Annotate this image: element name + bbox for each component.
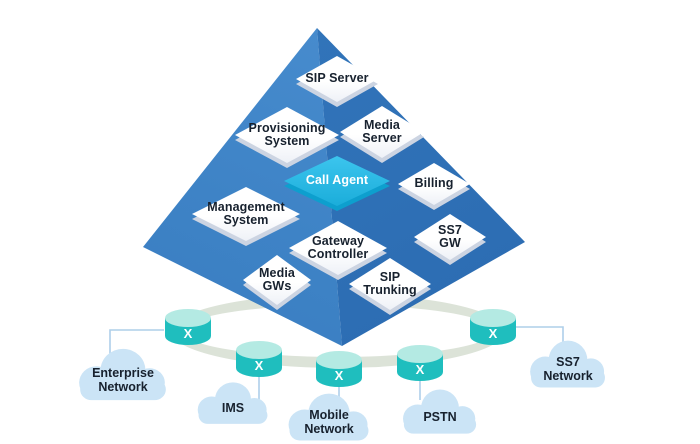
cloud-icon bbox=[288, 393, 369, 441]
pyramid-node-billing: Billing bbox=[398, 163, 470, 210]
tile-label: Gateway Controller bbox=[307, 233, 369, 261]
cloud-mobile-network: Mobile Network bbox=[282, 391, 376, 444]
cloud-ims: IMS bbox=[192, 380, 274, 427]
gateway-node-ims: X bbox=[235, 340, 283, 378]
pyramid-node-call-agent: Call Agent bbox=[284, 156, 390, 211]
tile-label: Media Server bbox=[362, 117, 402, 145]
cloud-label: PSTN bbox=[423, 409, 457, 424]
tile-label: SIP Server bbox=[305, 71, 369, 86]
tile-label: Provisioning System bbox=[248, 120, 326, 148]
cylinder-icon: X bbox=[236, 341, 282, 377]
tile-label: Call Agent bbox=[305, 173, 369, 188]
cylinder-icon: X bbox=[397, 345, 443, 381]
pyramid-node-sip-server: SIP Server bbox=[296, 56, 378, 107]
gateway-node-enterprise: X bbox=[164, 308, 212, 346]
tile-label: SIP Trunking bbox=[363, 269, 417, 297]
cloud-ss7-network: SS7 Network bbox=[524, 338, 612, 391]
pyramid-node-media-gws: Media GWs bbox=[243, 255, 311, 310]
cloud-label: SS7 Network bbox=[543, 355, 593, 383]
tile-label: SS7 GW bbox=[438, 222, 462, 250]
gateway-x-label: X bbox=[184, 326, 193, 341]
gateway-node-ss7: X bbox=[469, 308, 517, 346]
gateway-x-label: X bbox=[416, 362, 425, 377]
cloud-icon bbox=[197, 382, 268, 424]
pyramid-node-gateway-controller: Gateway Controller bbox=[289, 221, 387, 280]
cloud-label: Enterprise Network bbox=[92, 365, 154, 394]
gateway-node-mobile: X bbox=[315, 350, 363, 388]
cloud-pstn: PSTN bbox=[397, 387, 483, 437]
tile-label: Media GWs bbox=[259, 265, 295, 293]
pyramid-node-management-system: Management System bbox=[192, 187, 300, 246]
pyramid-node-sip-trunking: SIP Trunking bbox=[349, 258, 431, 315]
tile-label: Billing bbox=[414, 176, 454, 191]
cloud-icon bbox=[403, 389, 477, 434]
gateway-x-label: X bbox=[335, 368, 344, 383]
cloud-icon bbox=[79, 348, 166, 401]
gateway-node-pstn: X bbox=[396, 344, 444, 382]
gateway-x-label: X bbox=[489, 326, 498, 341]
tile-label: Management System bbox=[207, 199, 285, 227]
connector-line-enterprise bbox=[109, 329, 164, 354]
connector-line-ss7 bbox=[513, 326, 564, 346]
cloud-label: IMS bbox=[221, 401, 245, 415]
cloud-enterprise-network: Enterprise Network bbox=[72, 346, 174, 404]
cylinder-icon: X bbox=[470, 309, 516, 345]
pyramid-node-media-server: Media Server bbox=[340, 106, 424, 163]
cloud-icon bbox=[530, 340, 605, 388]
cloud-label: Mobile Network bbox=[304, 408, 354, 436]
gateway-x-label: X bbox=[255, 358, 264, 373]
pyramid-node-ss7-gw: SS7 GW bbox=[414, 214, 486, 265]
cylinder-icon: X bbox=[165, 309, 211, 345]
pyramid-node-provisioning-system: Provisioning System bbox=[235, 107, 339, 168]
cylinder-icon: X bbox=[316, 351, 362, 387]
